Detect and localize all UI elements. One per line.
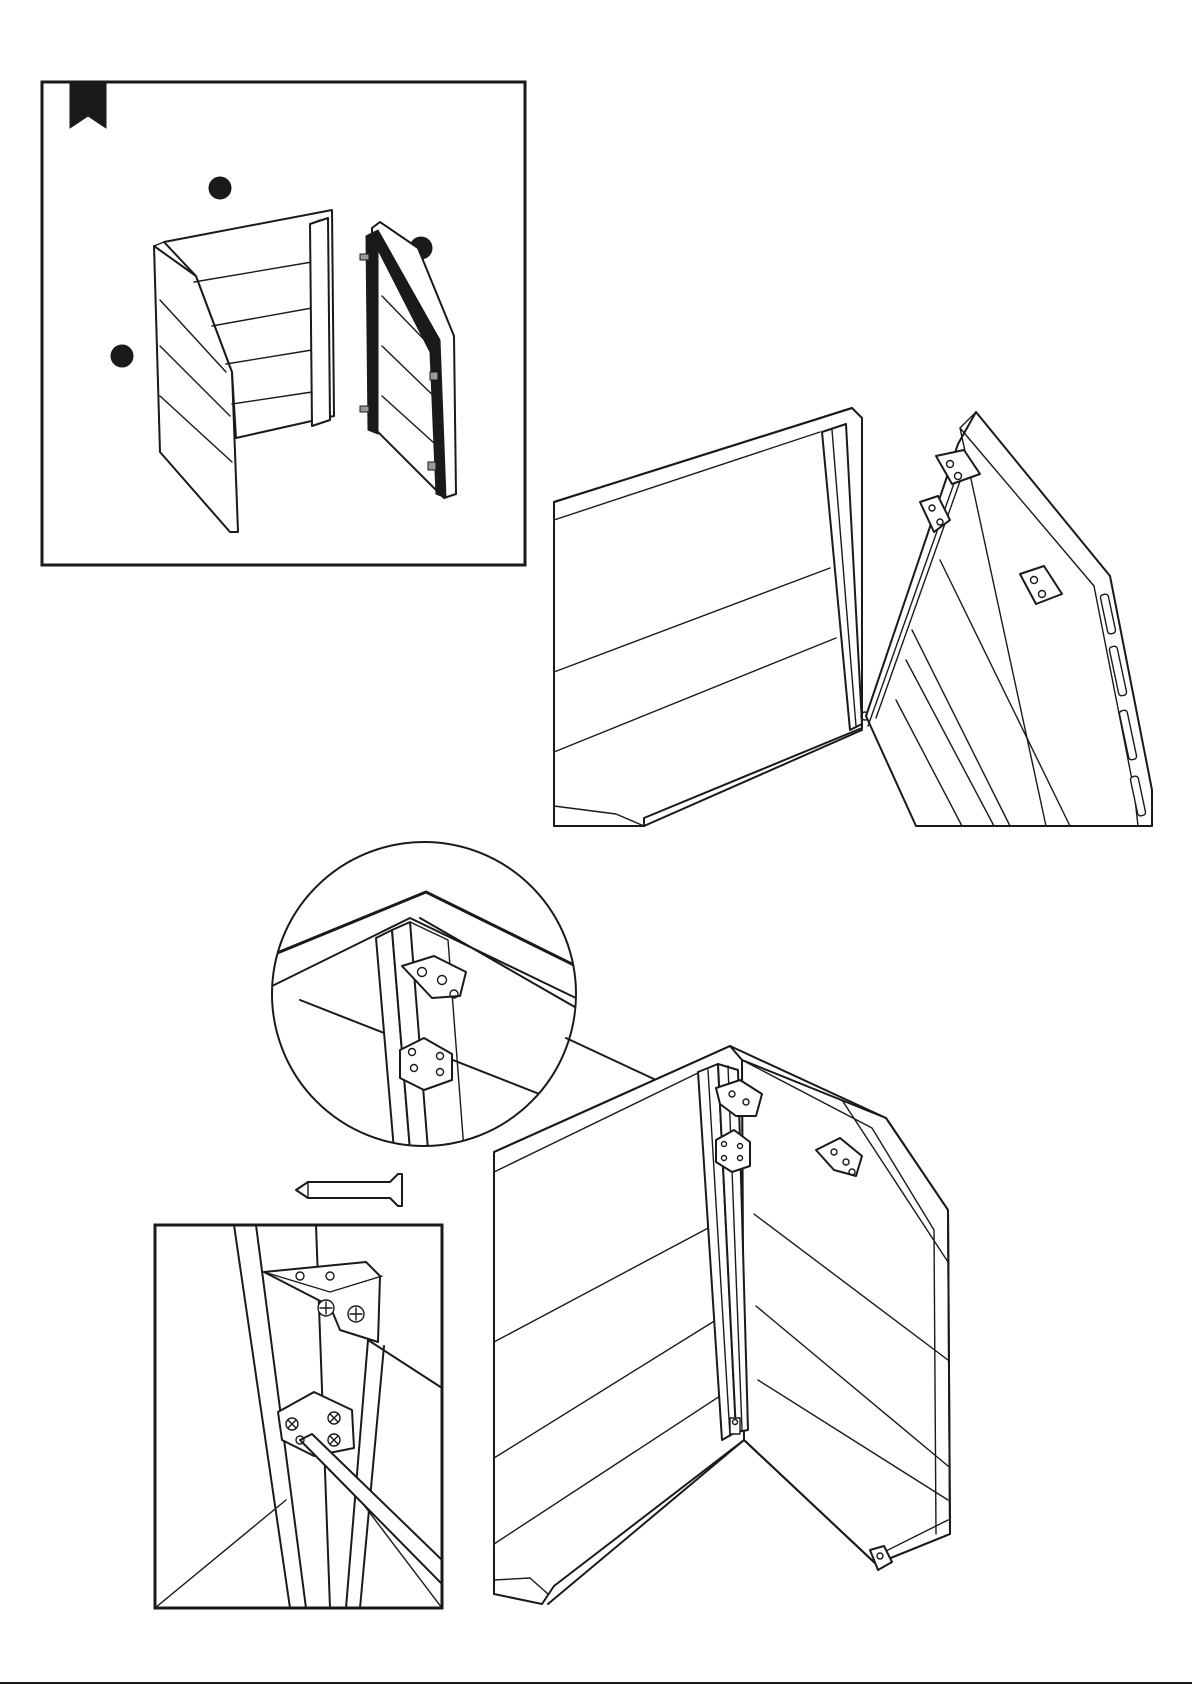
zoom-circle-panel	[260, 842, 656, 1150]
overview-panel	[42, 82, 525, 565]
bookmark-icon	[70, 84, 106, 128]
screw-icon	[296, 1174, 402, 1206]
hinge-view-panel	[554, 408, 1152, 826]
wall-panel-large	[554, 408, 862, 826]
wall-right	[742, 1060, 950, 1564]
part-marker-icon	[209, 177, 231, 199]
side-panel-right	[360, 222, 456, 498]
screw-detail-panel	[155, 1225, 442, 1608]
part-marker-icon	[111, 345, 133, 367]
assembled-corner-panel	[494, 1046, 950, 1604]
